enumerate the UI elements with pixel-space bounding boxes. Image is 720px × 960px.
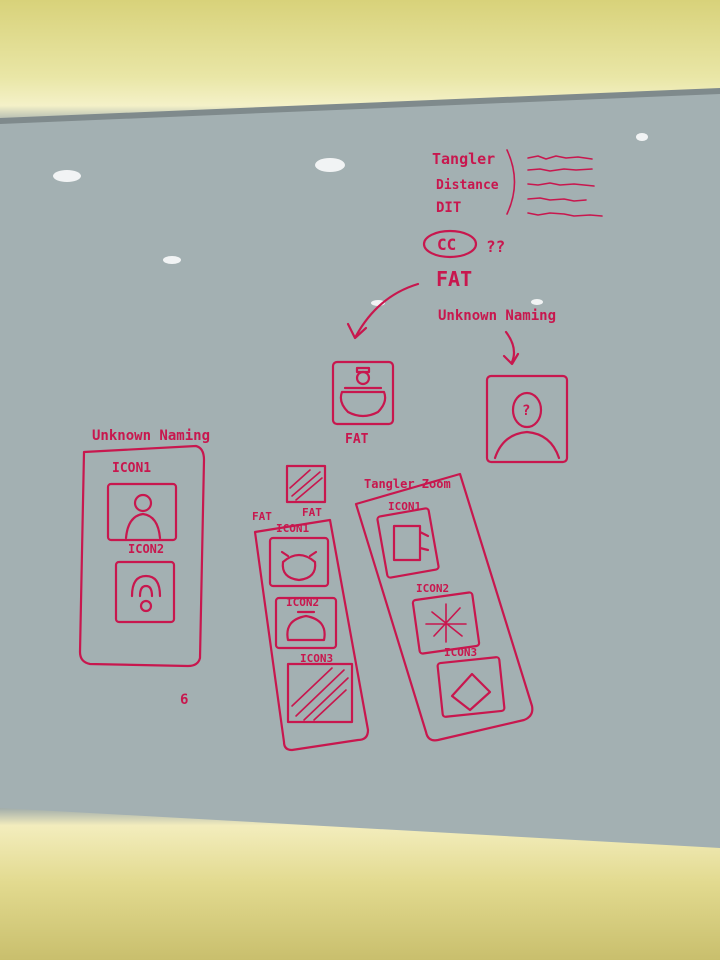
middle-icon1-frame (268, 536, 330, 588)
left-icon2-frame (114, 560, 176, 624)
note-term-2: Distance (436, 178, 499, 193)
left-column-sketch: Unknown Naming ICON1 ICON2 6 (78, 428, 210, 708)
unknown-frame (485, 374, 569, 464)
unknown-shoulders (493, 430, 561, 460)
whiteboard-surface (0, 92, 720, 848)
left-column-title: Unknown Naming (92, 428, 210, 444)
middle-icon1-label: ICON1 (276, 522, 309, 535)
fat-character-sketch: FAT (331, 360, 395, 447)
middle-icon2-frame (274, 596, 338, 650)
arrow-to-unknown-head (502, 352, 520, 366)
device-icon (392, 524, 430, 562)
fat-frame (331, 360, 395, 426)
right-icon2-frame (411, 591, 481, 655)
note-brace (506, 149, 516, 215)
middle-icon3-frame (286, 662, 354, 724)
headphone-icon (130, 574, 162, 598)
left-column-panel (78, 444, 206, 668)
diamond-icon (450, 672, 492, 712)
note-term-1: Tangler (432, 150, 495, 168)
fat-body (339, 386, 387, 418)
korean-scribble (527, 155, 603, 217)
fat-caption: FAT (345, 432, 369, 447)
question-marks: ?? (486, 237, 505, 256)
right-icon3-frame (436, 656, 506, 718)
light-reflections (53, 133, 648, 306)
unknown-head-icon (511, 391, 543, 429)
hatch-large-icon (291, 667, 349, 721)
arrow-to-unknown (504, 330, 516, 364)
right-icon2-label: ICON2 (416, 582, 449, 595)
fat-small-icon (286, 610, 326, 642)
right-column-title: Tangler Zoom (364, 477, 451, 491)
middle-column-sketch: FAT FAT ICON1 ICON2 ICON3 (252, 464, 370, 752)
arrows (346, 282, 520, 366)
person-icon (133, 493, 153, 513)
unknown-naming-label: Unknown Naming (438, 308, 556, 324)
right-column-sketch: Tangler Zoom ICON1 ICON2 ICON3 (354, 472, 534, 742)
fat-hat (355, 366, 371, 374)
cc-label: CC (437, 235, 456, 254)
left-icon1-frame (106, 482, 178, 542)
middle-icon2-label: ICON2 (286, 596, 319, 609)
middle-header-right: FAT (302, 506, 322, 519)
right-column-panel (354, 472, 534, 742)
middle-header-left: FAT (252, 510, 272, 523)
right-icon1-frame (376, 507, 440, 579)
spark-icon (425, 603, 467, 643)
unknown-question-icon: ? (522, 403, 530, 419)
unknown-person-sketch: ? (485, 374, 569, 464)
right-icon3-label: ICON3 (444, 646, 477, 659)
stray-mark: 6 (180, 692, 188, 708)
notes-block: Tangler Distance DIT CC ?? FAT Unknown N… (422, 149, 603, 324)
headphone-dot-icon (139, 599, 153, 613)
board-top-edge (0, 88, 720, 124)
left-icon2-label: ICON2 (128, 542, 164, 556)
arrow-to-fat (354, 282, 420, 338)
left-icon1-label: ICON1 (112, 461, 151, 476)
middle-icon3-label: ICON3 (300, 652, 333, 665)
cc-circle (422, 229, 478, 259)
hatch-icon (289, 469, 323, 501)
arrow-to-fat-head (346, 322, 368, 340)
person-body-icon (124, 512, 162, 540)
note-term-3: DIT (436, 200, 461, 216)
fat-label: FAT (436, 267, 472, 291)
middle-column-panel (253, 518, 370, 752)
middle-top-thumb (285, 464, 327, 504)
alarm-icon (280, 550, 318, 582)
